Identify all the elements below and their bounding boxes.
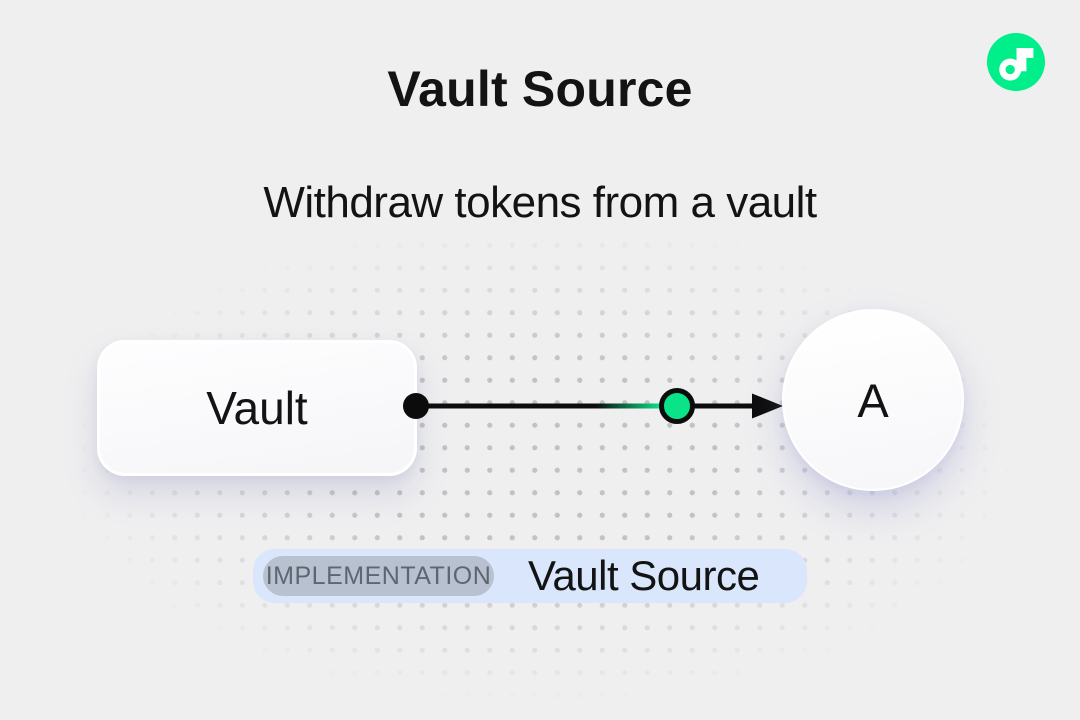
flow-logo-icon <box>987 33 1045 91</box>
implementation-name: Vault Source <box>528 552 760 599</box>
arrow-mid-green-marker <box>659 388 695 424</box>
recipient-node: A <box>782 309 964 491</box>
recipient-node-label: A <box>857 373 889 427</box>
vault-node-label: Vault <box>206 382 308 434</box>
vault-node: Vault <box>97 340 417 476</box>
flow-arrow <box>403 388 783 424</box>
page-title: Vault Source <box>387 61 693 117</box>
implementation-tag-pill: IMPLEMENTATION <box>263 556 494 596</box>
implementation-badge: IMPLEMENTATION Vault Source <box>253 549 807 603</box>
page-subtitle: Withdraw tokens from a vault <box>263 178 817 227</box>
arrowhead-icon <box>752 393 783 419</box>
arrow-start-dot <box>403 393 429 419</box>
